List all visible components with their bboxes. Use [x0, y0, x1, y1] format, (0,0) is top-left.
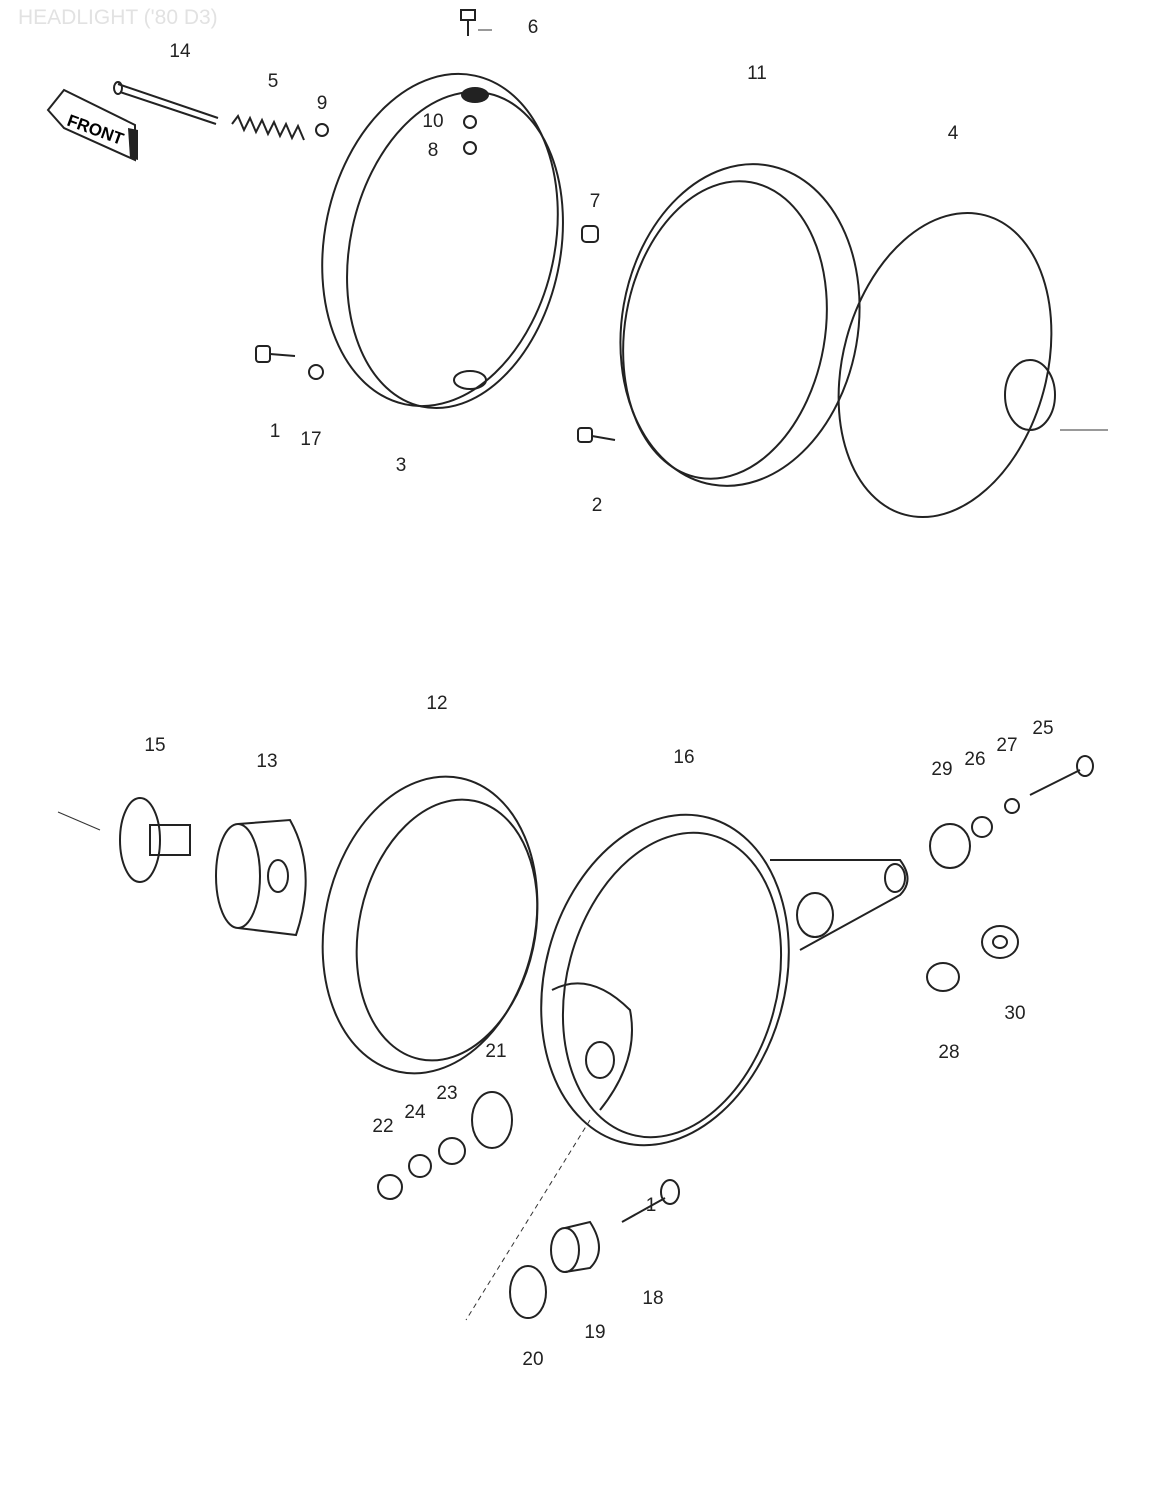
- part-label: 6: [527, 17, 539, 38]
- grommet-20: [509, 1265, 547, 1319]
- front-arrow-icon: FRONT: [46, 88, 138, 162]
- part-label: 3: [395, 455, 407, 476]
- part-label: 16: [673, 747, 695, 768]
- part-label: 5: [267, 71, 279, 92]
- part-label: 21: [485, 1041, 507, 1062]
- washer-23: [438, 1137, 466, 1165]
- part-label: 14: [169, 41, 191, 62]
- screw-1-top: [255, 345, 296, 363]
- part-label: 26: [964, 749, 986, 770]
- part-label: 15: [144, 735, 166, 756]
- part-label: 8: [427, 140, 439, 161]
- screw-2: [577, 427, 616, 443]
- bolt-14: [113, 81, 219, 125]
- part-label: 7: [589, 191, 601, 212]
- part-label: 25: [1032, 718, 1054, 739]
- nut-28: [926, 962, 960, 992]
- washer-26: [971, 816, 993, 838]
- washer-10: [463, 115, 477, 129]
- part-label: 13: [256, 751, 278, 772]
- part-label: 18: [642, 1288, 664, 1309]
- housing-16: [465, 813, 909, 1321]
- part-label: 28: [938, 1042, 960, 1063]
- part-label: 23: [436, 1083, 458, 1104]
- part-label: 12: [426, 693, 448, 714]
- bolt-25: [1029, 755, 1094, 796]
- washer-24: [408, 1154, 432, 1178]
- nut-9: [315, 123, 329, 137]
- part-label: 9: [316, 93, 328, 114]
- collar-19: [550, 1220, 600, 1273]
- part-label: 10: [422, 111, 444, 132]
- washer-27: [1004, 798, 1020, 814]
- grommet-21: [471, 1091, 513, 1149]
- headlight-unit-4: [837, 211, 1108, 519]
- part-label: 27: [996, 735, 1018, 756]
- part-label: 17: [300, 429, 322, 450]
- part-label: 20: [522, 1349, 544, 1370]
- part-label: 19: [584, 1322, 606, 1343]
- ring-11: [619, 163, 861, 487]
- part-label: 2: [591, 495, 603, 516]
- cover-29: [929, 823, 971, 869]
- part-label: 1: [269, 421, 281, 442]
- collar-30: [981, 925, 1019, 959]
- nut-22: [377, 1174, 403, 1200]
- part-label: 24: [404, 1102, 426, 1123]
- part-label: 11: [747, 63, 767, 84]
- part-label: 29: [931, 759, 953, 780]
- spring-5: [231, 114, 305, 141]
- part-label: 22: [372, 1116, 394, 1137]
- part-label: 30: [1004, 1003, 1026, 1024]
- socket-15: [57, 797, 191, 883]
- bolt-18: [621, 1179, 680, 1223]
- diagram-title: HEADLIGHT ('80 D3): [18, 6, 218, 29]
- rim-12: [321, 775, 539, 1075]
- nut-8: [463, 141, 477, 155]
- washer-17: [308, 364, 324, 380]
- rim-3: [321, 72, 564, 410]
- nut-7: [581, 225, 599, 243]
- part-label: 4: [947, 123, 959, 144]
- part-label: 1: [645, 1195, 657, 1216]
- screw-6: [460, 9, 492, 36]
- boot-13: [215, 818, 307, 937]
